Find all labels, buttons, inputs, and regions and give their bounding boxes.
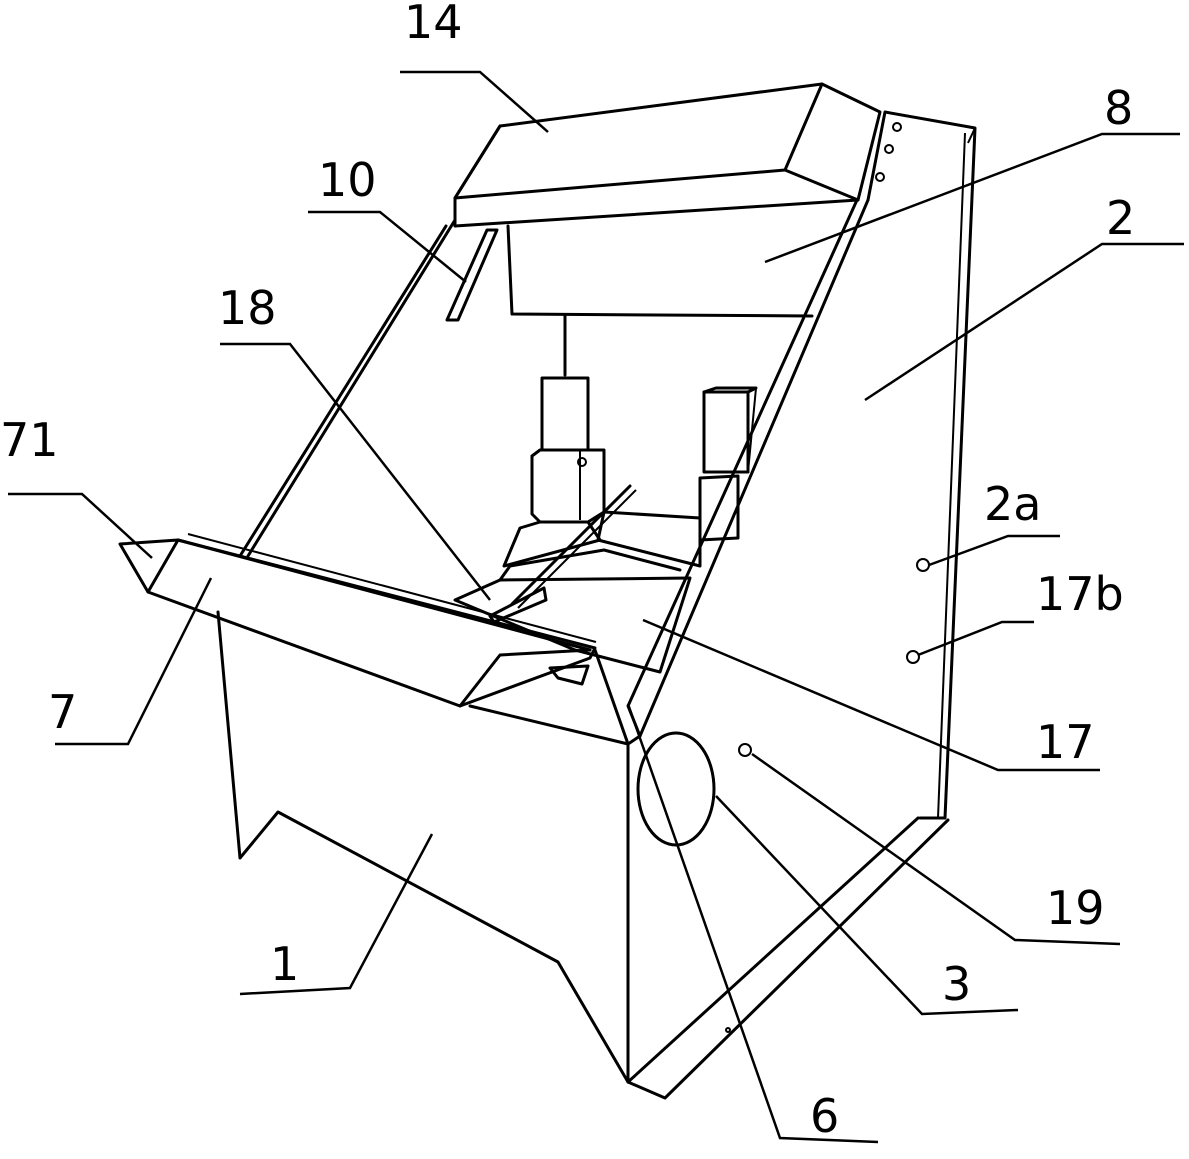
hinge-holes (875, 122, 902, 182)
hole-17b (906, 650, 920, 664)
label-2a: 2a (984, 477, 1041, 531)
label-19: 19 (1046, 881, 1105, 935)
label-71: 71 (0, 413, 59, 467)
label-3: 3 (942, 957, 971, 1011)
small-holes (738, 558, 930, 757)
right-column-assembly (596, 386, 758, 568)
label-18: 18 (218, 281, 277, 335)
label-17: 17 (1036, 715, 1095, 769)
label-10: 10 (318, 153, 377, 207)
leader-lines (8, 70, 1184, 1144)
left-frame-rail (238, 218, 457, 558)
worktable-17 (453, 548, 692, 674)
slide-rod (510, 484, 637, 609)
window-3 (636, 731, 716, 847)
box-8 (506, 224, 814, 377)
label-17b: 17b (1036, 567, 1124, 621)
tray-7 (118, 533, 597, 708)
hood-14 (453, 82, 882, 228)
label-8: 8 (1104, 81, 1133, 135)
side-panel-2 (866, 110, 977, 820)
label-2: 2 (1106, 191, 1135, 245)
label-14: 14 (404, 0, 463, 49)
label-7: 7 (48, 685, 77, 739)
callout-labels: 14 8 10 2 18 71 2a 17b 7 17 1 19 3 6 (0, 0, 1135, 1143)
label-1: 1 (270, 937, 299, 991)
label-6: 6 (810, 1089, 839, 1143)
bracket-10 (445, 228, 499, 322)
base-cabinet-1 (216, 610, 950, 1100)
hole-2a (916, 558, 930, 572)
hole-19 (738, 743, 752, 757)
